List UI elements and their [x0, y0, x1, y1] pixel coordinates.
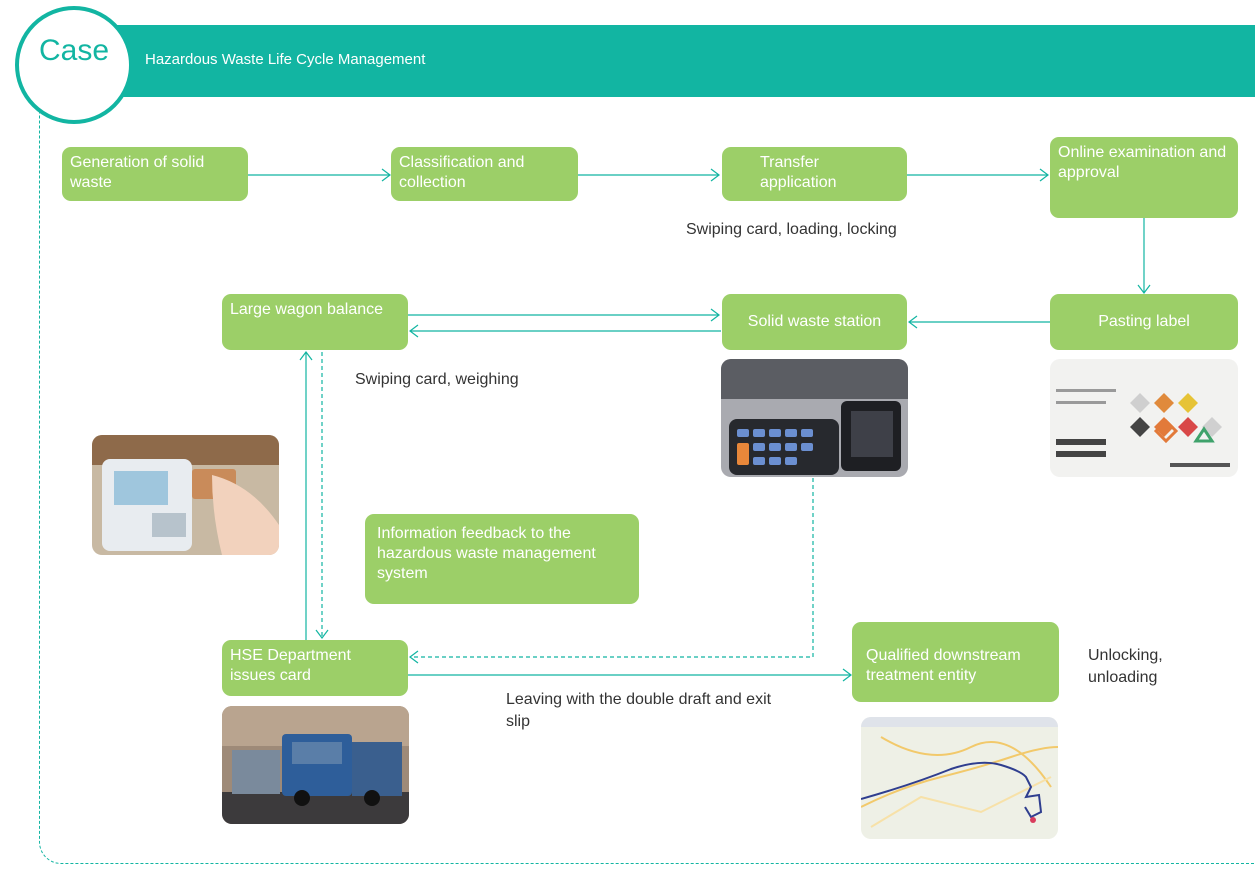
note-swipe-load: Swiping card, loading, locking	[686, 221, 897, 238]
dashed-station-hse	[410, 478, 814, 658]
diagram-frame	[39, 108, 1255, 864]
arrowhead	[299, 351, 313, 361]
arrowhead	[409, 324, 419, 338]
step-qualified: Qualified downstream treatment entity	[852, 622, 1059, 702]
arrowhead	[315, 629, 329, 639]
note-leaving: Leaving with the double draft and exit s…	[506, 691, 772, 730]
step-station: Solid waste station	[722, 294, 907, 350]
step-online: Online examination and approval	[1050, 137, 1238, 218]
arrowhead	[710, 168, 720, 182]
arrowhead	[381, 168, 391, 182]
arrowhead	[1137, 284, 1151, 294]
arrowhead	[409, 650, 419, 664]
note-swipe-weigh: Swiping card, weighing	[355, 371, 519, 388]
step-classification: Classification and collection	[391, 147, 578, 201]
step-hse: HSE Department issues card	[222, 640, 408, 696]
case-badge-label: Case	[38, 34, 110, 67]
step-wagon: Large wagon balance	[222, 294, 408, 350]
step-feedback: Information feedback to the hazardous wa…	[365, 514, 639, 604]
route-map-photo	[861, 717, 1058, 839]
arrowhead	[908, 315, 918, 329]
arrowhead	[842, 668, 852, 682]
step-pasting: Pasting label	[1050, 294, 1238, 350]
note-unlocking: Unlocking, unloading	[1088, 647, 1163, 686]
step-transfer: Transfer application	[722, 147, 907, 201]
case-badge	[15, 6, 133, 124]
hazard-label-photo	[1050, 359, 1238, 477]
card-reader-photo	[721, 359, 908, 477]
arrowhead	[1039, 168, 1049, 182]
trucks-photo	[222, 706, 409, 824]
step-generation: Generation of solid waste	[62, 147, 248, 201]
page-title: Hazardous Waste Life Cycle Management	[145, 51, 426, 68]
header-banner	[52, 25, 1255, 97]
arrowhead	[710, 308, 720, 322]
card-swipe-photo	[92, 435, 279, 555]
